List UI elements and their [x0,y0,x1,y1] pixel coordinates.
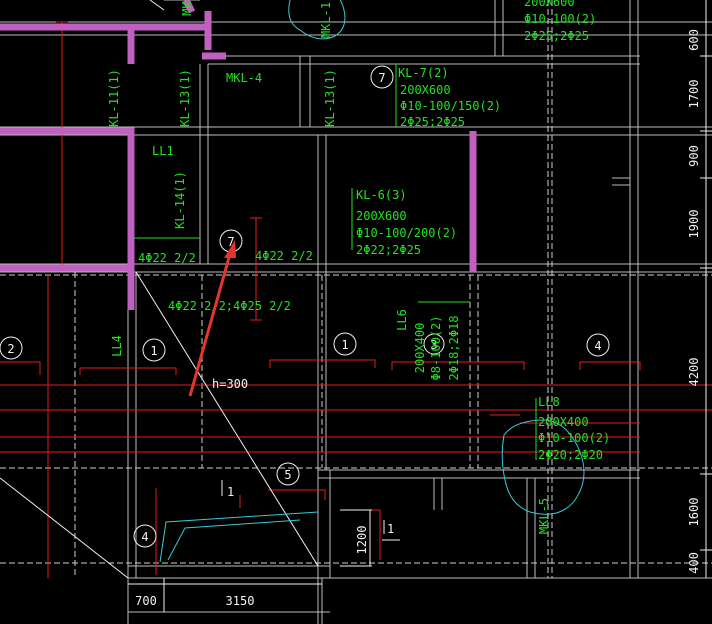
slab-thickness: h=300 [212,377,248,391]
top-note-size: 200X600 [524,0,575,9]
marker-5: 5 [276,462,300,486]
kl6-bars: 2Φ22;2Φ25 [356,243,421,257]
beam-kl-13-a: KL-13(1) [178,69,192,127]
ll8-name: LL8 [538,395,560,409]
dimension-right: 600 1700 900 1900 4200 1600 400 [687,0,712,578]
dim-1200: 1200 [355,526,369,555]
marker-2: 2 [0,336,23,360]
ll6-bars: 2Φ18;2Φ18 [447,315,461,380]
rebar-note-mid: 4Φ22 2/2 [255,249,313,263]
rebar-note-left: 4Φ22 2/2 [138,251,196,265]
dim-right-0: 600 [687,29,701,51]
svg-text:4: 4 [594,339,601,353]
dim-right-5: 1600 [687,498,701,527]
beam-mkl-1: MKL-1 [319,2,333,38]
dimension-bottom: 700 3150 1200 [128,509,372,612]
section-label-1a: 1 [227,485,234,499]
kl6-name: KL-6(3) [356,188,407,202]
beam-mkl-5: MKL-5 [537,498,551,534]
svg-text:7: 7 [227,235,234,249]
dim-right-1: 1700 [687,80,701,109]
ll6-stirrup: Φ8-100(2) [429,315,443,380]
kl7-name: KL-7(2) [398,66,449,80]
marker-1a: 1 [142,338,166,362]
ll6-size: 200X400 [413,323,427,374]
axis-lines [0,21,712,578]
vertical-beam-labels: KL-11(1) KL-13(1) KL-13(1) KL-14(1) MKL-… [107,0,551,534]
dim-bottom-0: 700 [135,594,157,608]
dim-right-2: 900 [687,145,701,167]
kl6-size: 200X600 [356,209,407,223]
beam-mkl-4: MKL-4 [226,71,262,85]
kl6-stirrup: Φ10-100/200(2) [356,226,457,240]
beam-mkl-top: MKL [180,0,194,16]
ll8-stirrup: Φ10-100(2) [538,431,610,445]
kl7-size: 200X600 [400,83,451,97]
beam-kl-13-b: KL-13(1) [323,69,337,127]
kl7-stirrup: Φ10-100/150(2) [400,99,501,113]
marker-3: 3 [423,333,445,355]
rebar-note-lower: 4Φ22 2/2;4Φ25 2/2 [168,299,291,313]
dashed-grid [0,0,712,578]
walls [0,0,477,310]
dim-right-6: 400 [687,552,701,574]
beam-ll6: LL6 [395,309,409,331]
top-note-stirrup: Φ10-100(2) [524,12,596,26]
top-note-bars: 2Φ25;2Φ25 [524,29,589,43]
kl7-bars: 2Φ25;2Φ25 [400,115,465,129]
beam-kl-14: KL-14(1) [173,171,187,229]
svg-text:2: 2 [7,342,14,356]
marker-4b: 4 [133,524,157,548]
marker-4a: 4 [586,333,610,357]
dim-right-3: 1900 [687,210,701,239]
svg-text:4: 4 [141,530,148,544]
horizontal-beam-labels: MKL-4 LL1 200X600 Φ10-100(2) 2Φ25;2Φ25 K… [138,0,610,462]
circle-markers: 2 1 1 4 4 5 7 7 3 [0,65,610,548]
svg-text:5: 5 [284,468,291,482]
annotation-arrow [188,240,236,397]
svg-text:1: 1 [341,338,348,352]
dim-bottom-1: 3150 [226,594,255,608]
marker-7a: 7 [370,65,394,89]
diagonals [0,0,319,579]
marker-1b: 1 [333,332,357,356]
svg-text:1: 1 [150,344,157,358]
leader-lines [134,64,537,460]
ll8-bars: 2Φ20;2Φ20 [538,448,603,462]
beam-kl-11: KL-11(1) [107,69,121,127]
section-label-1b: 1 [387,522,394,536]
beam-ll1: LL1 [152,144,174,158]
beam-ll4: LL4 [110,335,124,357]
revision-clouds [159,0,585,563]
dim-right-4: 4200 [687,358,701,387]
svg-text:7: 7 [378,71,385,85]
ll8-size: 200X400 [538,415,589,429]
section-marks: 1 1 [221,480,400,541]
svg-text:3: 3 [430,338,437,352]
